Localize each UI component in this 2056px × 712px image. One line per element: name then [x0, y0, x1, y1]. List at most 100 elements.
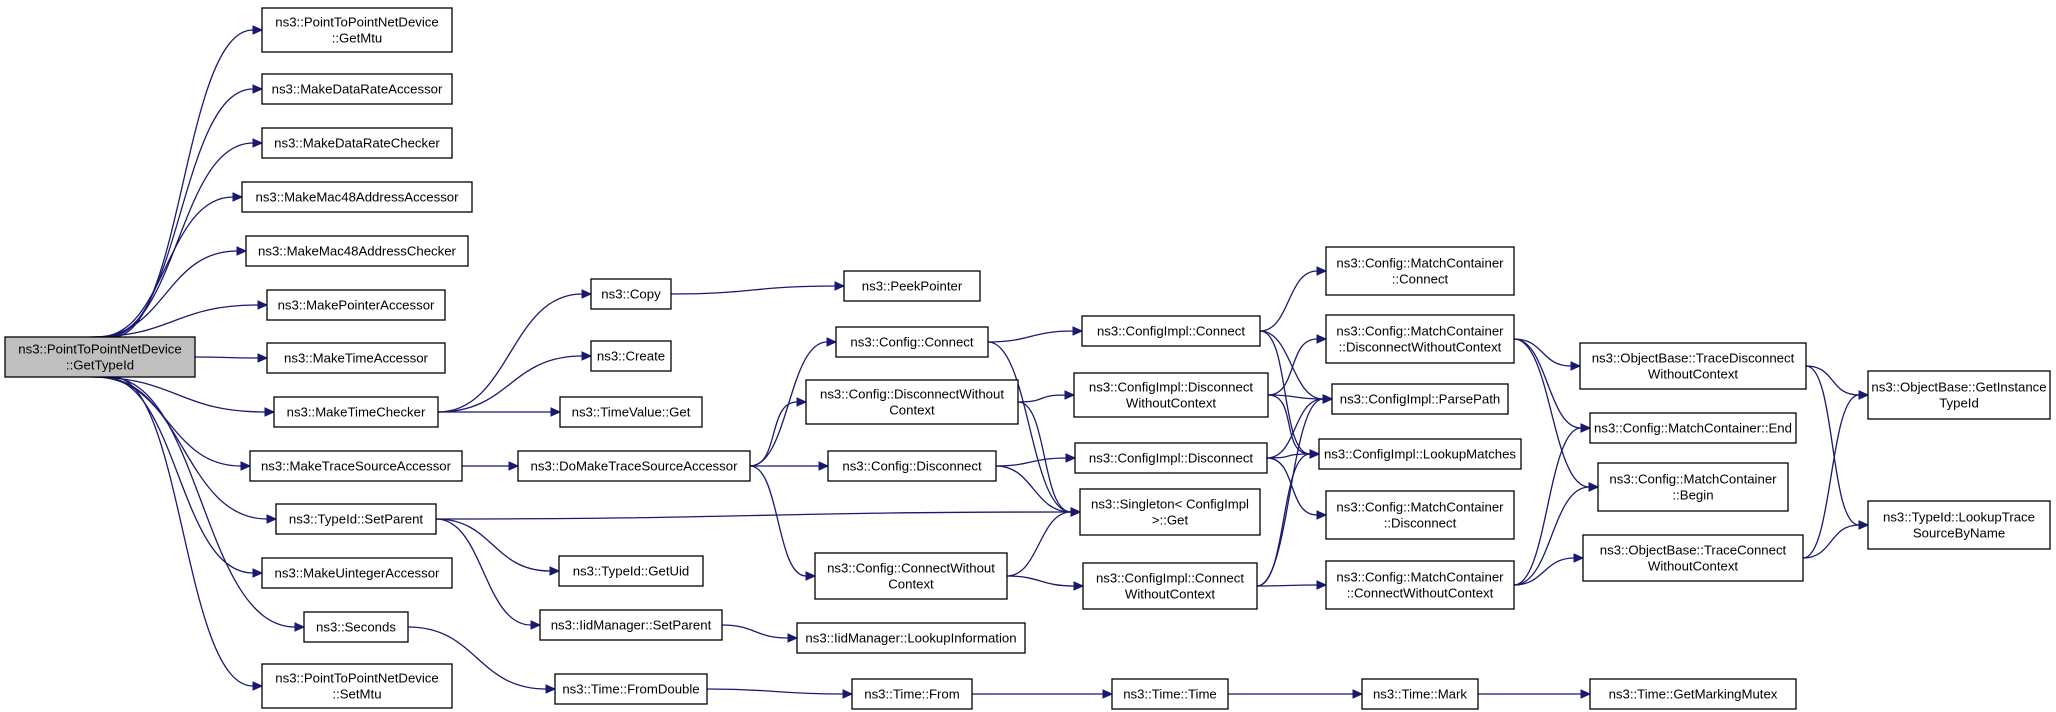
node-parsepath[interactable]: ns3::ConfigImpl::ParsePath — [1331, 383, 1509, 415]
edge-seconds-to-fromdouble — [407, 626, 557, 694]
node-mcbegin[interactable]: ns3::Config::MatchContainer::Begin — [1597, 462, 1789, 512]
edge-timemark-to-markmutex — [1477, 689, 1592, 699]
node-mcconnwo[interactable]: ns3::Config::MatchContainer::ConnectWith… — [1325, 560, 1515, 610]
node-impldisc[interactable]: ns3::ConfigImpl::Disconnect — [1074, 442, 1268, 474]
node-mktimeacc[interactable]: ns3::MakeTimeAccessor — [266, 342, 446, 374]
node-label: ns3::ConfigImpl::Connect — [1097, 324, 1245, 339]
node-getmtu[interactable]: ns3::PointToPointNetDevice::GetMtu — [261, 7, 453, 53]
node-box — [273, 396, 439, 428]
node-implconnwo[interactable]: ns3::ConfigImpl::ConnectWithoutContext — [1082, 562, 1258, 610]
node-box — [245, 235, 469, 267]
node-implconnect[interactable]: ns3::ConfigImpl::Connect — [1081, 315, 1261, 347]
node-setparent[interactable]: ns3::TypeId::SetParent — [275, 503, 437, 535]
node-cfgconnect[interactable]: ns3::Config::Connect — [835, 326, 989, 358]
node-timemark[interactable]: ns3::Time::Mark — [1361, 678, 1479, 710]
node-mkdraacc[interactable]: ns3::MakeDataRateAccessor — [261, 73, 453, 105]
node-getuid[interactable]: ns3::TypeId::GetUid — [558, 555, 704, 587]
node-mcend[interactable]: ns3::Config::MatchContainer::End — [1589, 412, 1797, 444]
edge-mktimechk-to-tvget — [438, 407, 562, 417]
node-label: SourceByName — [1913, 526, 2005, 541]
node-layer: ns3::PointToPointNetDevice::GetTypeIdns3… — [4, 7, 2051, 710]
node-label: ns3::ConfigImpl::Connect — [1096, 571, 1244, 586]
node-iidsetparent[interactable]: ns3::IidManager::SetParent — [539, 609, 723, 641]
node-label: ns3::Time::GetMarkingMutex — [1609, 687, 1778, 702]
arrowhead-icon — [1858, 390, 1870, 400]
node-mcdiscwo[interactable]: ns3::Config::MatchContainer::DisconnectW… — [1325, 314, 1515, 364]
node-timetime[interactable]: ns3::Time::Time — [1111, 678, 1229, 710]
node-box — [1589, 412, 1797, 444]
node-create[interactable]: ns3::Create — [590, 340, 672, 372]
node-impldiscwo[interactable]: ns3::ConfigImpl::DisconnectWithoutContex… — [1073, 372, 1269, 418]
edge-cfgconnect-to-implconnect — [987, 326, 1084, 343]
node-cfgconnwo[interactable]: ns3::Config::ConnectWithoutContext — [814, 552, 1008, 600]
node-label: ns3::PeekPointer — [862, 279, 963, 294]
edge-line — [103, 376, 254, 574]
edge-line — [1802, 394, 1860, 559]
node-mktrace[interactable]: ns3::MakeTraceSourceAccessor — [249, 450, 463, 482]
arrowhead-icon — [257, 353, 269, 363]
node-mkuint[interactable]: ns3::MakeUintegerAccessor — [261, 557, 453, 589]
edge-root-to-mkdrachk — [103, 138, 264, 338]
node-lookupmatches[interactable]: ns3::ConfigImpl::LookupMatches — [1318, 438, 1522, 470]
edge-cfgdiscwo-to-impldiscwo — [1017, 390, 1076, 403]
edge-line — [706, 688, 844, 695]
node-setmtu[interactable]: ns3::PointToPointNetDevice::SetMtu — [261, 663, 453, 709]
arrowhead-icon — [1580, 689, 1592, 699]
edge-obtraceconnwo-to-lookuptrace — [1802, 520, 1870, 559]
node-mkmacacc[interactable]: ns3::MakeMac48AddressAccessor — [241, 181, 473, 213]
node-box — [1867, 370, 2051, 420]
node-mcconnect[interactable]: ns3::Config::MatchContainer::Connect — [1325, 246, 1515, 296]
edge-line — [1513, 557, 1575, 586]
node-root[interactable]: ns3::PointToPointNetDevice::GetTypeId — [4, 336, 196, 378]
edge-line — [94, 376, 242, 467]
node-box — [559, 396, 703, 428]
arrowhead-icon — [1102, 689, 1114, 699]
node-mcdisc[interactable]: ns3::Config::MatchContainer::Disconnect — [1325, 490, 1515, 540]
node-mktimechk[interactable]: ns3::MakeTimeChecker — [273, 396, 439, 428]
node-box — [266, 289, 446, 321]
edge-line — [721, 624, 789, 639]
node-fromdouble[interactable]: ns3::Time::FromDouble — [554, 673, 708, 705]
node-box — [558, 555, 704, 587]
node-obtraceconnwo[interactable]: ns3::ObjectBase::TraceConnectWithoutCont… — [1582, 534, 1804, 582]
edge-line — [749, 465, 807, 577]
edge-line — [1513, 427, 1582, 586]
edge-line — [1805, 365, 1860, 526]
edge-domktrace-to-cfgdisc — [750, 461, 830, 471]
node-box — [261, 663, 453, 709]
node-box — [796, 622, 1026, 654]
node-timefrom[interactable]: ns3::Time::From — [851, 678, 973, 710]
node-mkmacchk[interactable]: ns3::MakeMac48AddressChecker — [245, 235, 469, 267]
node-copy[interactable]: ns3::Copy — [590, 278, 672, 310]
node-peek[interactable]: ns3::PeekPointer — [843, 270, 981, 302]
edge-line — [1267, 338, 1318, 396]
node-label: ns3::Config::Disconnect — [842, 459, 982, 474]
edge-line — [1259, 270, 1318, 332]
edge-line — [112, 376, 254, 687]
arrowhead-icon — [818, 461, 830, 471]
edge-line — [1266, 398, 1324, 459]
edge-setparent-to-singleton — [435, 507, 1082, 520]
node-domktrace[interactable]: ns3::DoMakeTraceSourceAccessor — [517, 450, 751, 482]
arrowhead-icon — [834, 281, 846, 291]
node-mkptracc[interactable]: ns3::MakePointerAccessor — [266, 289, 446, 321]
node-seconds[interactable]: ns3::Seconds — [303, 611, 409, 643]
node-tvget[interactable]: ns3::TimeValue::Get — [559, 396, 703, 428]
node-cfgdisc[interactable]: ns3::Config::Disconnect — [827, 450, 997, 482]
node-obtracediscwo[interactable]: ns3::ObjectBase::TraceDisconnectWithoutC… — [1579, 342, 1807, 390]
node-singleton[interactable]: ns3::Singleton< ConfigImpl >::Get — [1079, 488, 1261, 536]
node-markmutex[interactable]: ns3::Time::GetMarkingMutex — [1589, 678, 1797, 710]
edge-line — [89, 304, 259, 338]
node-box — [1325, 490, 1515, 540]
node-label: Context — [888, 577, 934, 592]
node-box — [4, 336, 196, 378]
node-lookupinfo[interactable]: ns3::IidManager::LookupInformation — [796, 622, 1026, 654]
node-mkdrachk[interactable]: ns3::MakeDataRateChecker — [261, 127, 453, 159]
arrowhead-icon — [1316, 510, 1328, 520]
node-cfgdiscwo[interactable]: ns3::Config::DisconnectWithoutContext — [805, 379, 1019, 425]
node-box — [1582, 534, 1804, 582]
edge-line — [1006, 511, 1072, 577]
node-box — [1082, 562, 1258, 610]
